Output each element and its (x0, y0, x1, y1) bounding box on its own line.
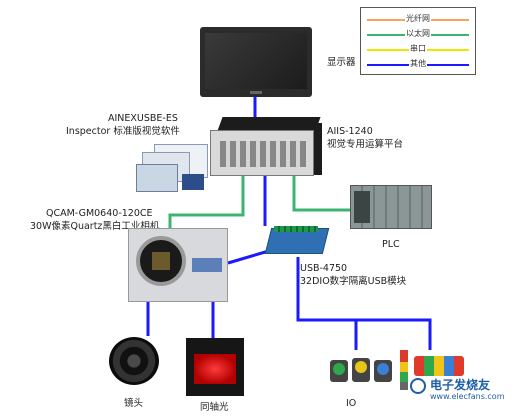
coaxial-light-label: 同轴光 (200, 402, 229, 413)
io-button-yellow-cap (355, 361, 367, 373)
software-screens (136, 144, 208, 192)
legend-box: 光纤网 以太网 串口 其他 (360, 7, 476, 75)
legend-label-ethernet: 以太网 (405, 29, 431, 38)
plc-unit (350, 185, 432, 229)
display-label: 显示器 (327, 57, 356, 68)
io-label: IO (346, 398, 357, 409)
camera-sensor (152, 252, 170, 270)
plc-label: PLC (382, 239, 400, 250)
io-button-blue-cap (377, 363, 389, 375)
link-usb-io (296, 257, 432, 350)
platform-top (217, 117, 321, 131)
usb-module-terminals (274, 226, 318, 232)
software-desc: Inspector 标准版视觉软件 (66, 126, 180, 137)
io-selector-switches (414, 356, 464, 376)
camera-model: QCAM-GM0640-120CE (46, 208, 153, 219)
platform-ports (220, 141, 306, 167)
platform-name: AIIS-1240 (327, 126, 373, 137)
display-screen (205, 33, 307, 89)
camera-logo (192, 258, 222, 272)
io-button-blue (374, 360, 392, 382)
camera-desc: 30W像素Quartz黑白工业相机 (30, 221, 160, 232)
usb-module (264, 224, 330, 254)
lens-label: 镜头 (124, 398, 144, 409)
io-devices (330, 350, 466, 396)
display-monitor (200, 27, 312, 97)
lens-barrel (109, 337, 159, 385)
legend-item-other: 其他 (367, 58, 469, 70)
display-brand-mark (250, 91, 262, 94)
legend-item-serial: 串口 (367, 43, 469, 55)
io-button-green-cap (333, 363, 345, 375)
legend-label-other: 其他 (409, 59, 427, 68)
watermark-title: 电子发烧友 (430, 378, 491, 392)
software-name: AINEXUSBE-ES (108, 113, 178, 124)
platform-desc: 视觉专用运算平台 (327, 139, 404, 150)
legend-label-serial: 串口 (409, 44, 427, 53)
industrial-camera (128, 228, 228, 302)
watermark-url: www.elecfans.com (430, 392, 505, 401)
link-platform-camera (168, 176, 245, 228)
legend-label-fiber: 光纤网 (405, 14, 431, 23)
light-emitter (194, 354, 236, 384)
camera-lens (105, 335, 163, 387)
software-window-front (136, 164, 178, 192)
plc-cpu (354, 191, 370, 223)
io-stack-light (400, 350, 408, 390)
legend-item-fiber: 光纤网 (367, 13, 469, 25)
usb-module-desc: 32DIO数字隔离USB模块 (300, 276, 407, 287)
coaxial-light (186, 338, 244, 396)
link-platform-plc (292, 176, 350, 212)
link-camera-usb (227, 248, 273, 265)
legend-item-ethernet: 以太网 (367, 28, 469, 40)
io-button-yellow (352, 358, 370, 382)
computing-platform (210, 117, 322, 177)
io-button-green (330, 360, 348, 382)
platform-side (314, 123, 322, 175)
watermark-logo-icon (410, 378, 426, 394)
usb-module-name: USB-4750 (300, 263, 348, 274)
software-box (182, 174, 204, 190)
